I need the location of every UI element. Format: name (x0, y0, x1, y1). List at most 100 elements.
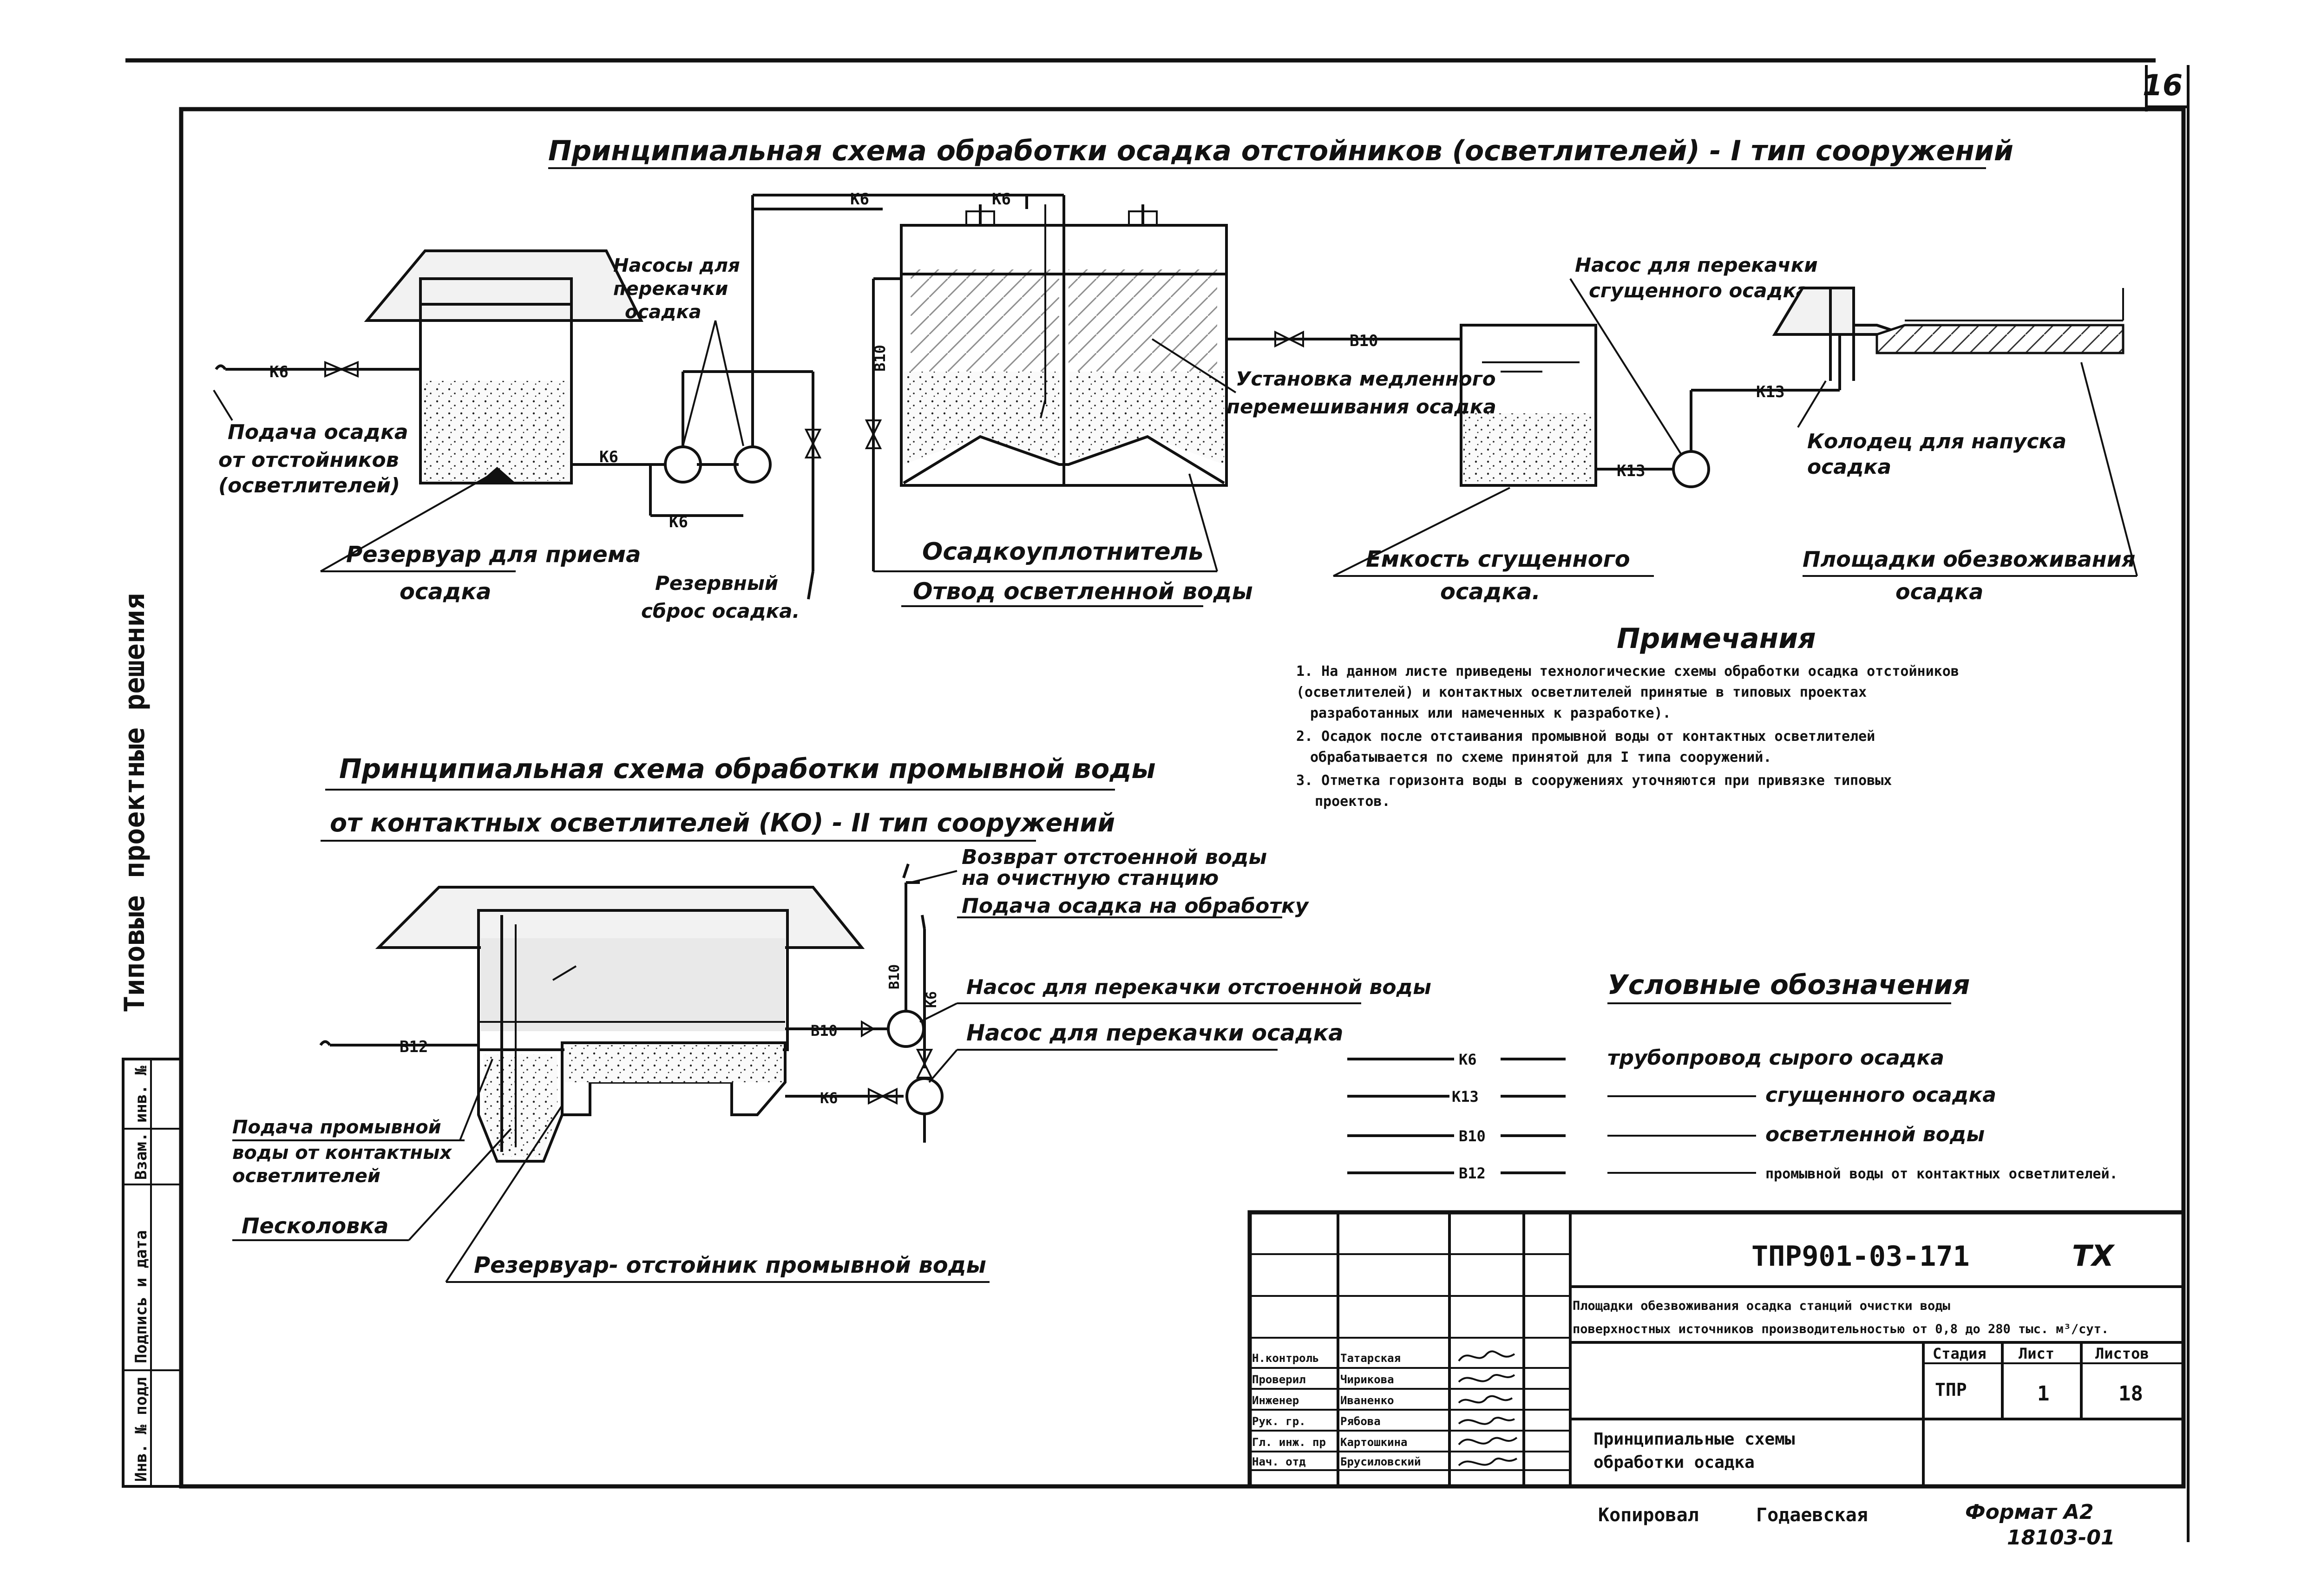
clarified-drain-label: Отвод осветленной воды (913, 578, 1253, 605)
pipe-tag-b10-return: В10 (886, 964, 903, 989)
doc-mark: ТХ (2072, 1239, 2115, 1273)
legend-code-k13: К13 (1452, 1088, 1479, 1105)
supply-pipe-k6 (215, 360, 420, 378)
pump-water-label: Насос для перекачки отстоенной воды (966, 975, 1431, 999)
format-label: Формат А2 (1965, 1500, 2094, 1524)
sheet-title: Принципиальные схемы обработки осадка (1593, 1430, 1805, 1472)
svg-text:Чирикова: Чирикова (1340, 1373, 1394, 1386)
stage-header: Стадия (1933, 1345, 1987, 1362)
thick-pump-label: Насос для перекачки сгущенного осадка (1575, 254, 1824, 302)
sheet-header: Лист (2019, 1345, 2054, 1362)
sludge-reservoir (364, 249, 643, 484)
object-title: Площадки обезвоживания осадка станций оч… (1573, 1299, 2109, 1336)
pipe-tag-k6-top-b: К6 (992, 190, 1011, 209)
svg-text:Иваненко: Иваненко (1340, 1394, 1394, 1407)
scheme1-title: Принципиальная схема обработки осадка от… (548, 135, 2013, 167)
side-label: Типовые проектные решения (118, 593, 151, 1013)
thickened-tank (1460, 324, 1597, 487)
legend-text-k6: трубопровод сырого осадка (1607, 1046, 1944, 1070)
sheets-header: Листов (2095, 1345, 2149, 1362)
legend-code-k6: К6 (1459, 1051, 1477, 1068)
pipe-to-tank (1226, 330, 1461, 348)
scheme2-pumps (785, 863, 944, 1143)
note-line: разработанных или намеченных к разработк… (1310, 705, 1671, 721)
copied-name: Годаевская (1756, 1504, 1868, 1526)
svg-text:Гл. инж. пр: Гл. инж. пр (1252, 1436, 1326, 1449)
scheme2-title-line1: Принципиальная схема обработки промывной… (339, 753, 1156, 785)
legend-text-k13: сгущенного осадка (1765, 1083, 1996, 1107)
drying-platform (1772, 287, 2124, 381)
pipe-tag-b12-inlet: В12 (400, 1038, 428, 1056)
tank-label: Емкость сгущенного осадка. (1366, 546, 1638, 605)
pipe-tag-k6-top-a: К6 (850, 190, 869, 209)
svg-text:Татарская: Татарская (1340, 1352, 1401, 1365)
svg-text:Проверил: Проверил (1252, 1373, 1306, 1386)
legend-text-b10: осветленной воды (1765, 1123, 1985, 1146)
notes-heading: Примечания (1617, 622, 1816, 655)
legend-text-b12: промывной воды от контактных осветлителе… (1765, 1166, 2118, 1182)
well-label: Колодец для напуска осадка (1807, 430, 2073, 479)
reserve-discharge-label: Резервный сброс осадка. (641, 572, 800, 622)
stamp-inv-label: Инв. № подл (132, 1377, 151, 1482)
legend-rows: К6 трубопровод сырого осадка К13 сгущенн… (1347, 1046, 2118, 1182)
legend-code-b10: В10 (1459, 1127, 1486, 1145)
stage-value: ТПР (1935, 1380, 1967, 1400)
side-stamp: Инв. № подл Подпись и дата Взам. инв. № (122, 1058, 183, 1488)
note-line: проектов. (1315, 793, 1390, 810)
pipe-tag-k6-bypass: К6 (669, 513, 688, 531)
stamp-replace-label: Взам. инв. № (132, 1066, 151, 1180)
svg-text:Н.контроль: Н.контроль (1252, 1352, 1319, 1365)
svg-text:Нач. отд: Нач. отд (1252, 1455, 1306, 1468)
sheet-frame (125, 58, 2190, 1542)
stamp-signature-label: Подпись и дата (132, 1230, 151, 1363)
archive-number: 18103-01 (2007, 1526, 2115, 1550)
clarified-drain-pipe (865, 277, 901, 571)
legend-code-b12: В12 (1459, 1164, 1486, 1182)
pump-sludge-label: Насос для перекачки осадка (966, 1020, 1344, 1046)
title-block (1247, 1210, 2186, 1489)
sheets-value: 18 (2118, 1382, 2143, 1406)
pump-piping (571, 194, 1064, 600)
wash-water-settler (375, 886, 865, 1163)
svg-text:Картошкина: Картошкина (1340, 1436, 1408, 1449)
wash-inlet-b12 (319, 1040, 479, 1047)
signatures (1458, 1350, 1518, 1466)
pipe-tag-k6-feed: К6 (924, 991, 940, 1008)
wash-supply-label: Подача промывной воды от контактных осве… (232, 1117, 458, 1187)
page-number: 16 (2143, 68, 2183, 102)
pipe-tag-k6-pump: К6 (820, 1089, 838, 1107)
pipe-tag-k13-well: К13 (1756, 383, 1784, 401)
platforms-label: Площадки обезвоживания осадка (1803, 547, 2143, 604)
supply-label: Подача осадка от отстойников (осветлител… (218, 420, 415, 497)
copied-label: Копировал (1598, 1504, 1699, 1526)
note-line: 2. Осадок после отстаивания промывной во… (1296, 728, 1875, 745)
staff-table: Н.контроль Татарская Проверил Чирикова И… (1252, 1352, 1421, 1468)
sand-trap-label: Песколовка (242, 1213, 388, 1238)
pipe-tag-b10-pump: В10 (811, 1022, 838, 1040)
doc-code: ТПР901-03-171 (1751, 1240, 1970, 1273)
pumps-leader (682, 320, 716, 446)
pipe-tag-k6-outlet: К6 (599, 448, 618, 466)
pipe-tag-k6-supply: К6 (269, 363, 288, 381)
svg-text:Инженер: Инженер (1252, 1394, 1299, 1407)
note-line: 1. На данном листе приведены технологиче… (1296, 663, 1959, 680)
reservoir-label: Резервуар для приема осадка (346, 542, 649, 605)
note-line: (осветлителей) и контактных осветлителей… (1296, 684, 1867, 700)
return-label: Возврат отстоенной воды на очистную стан… (962, 845, 1274, 890)
pumps-label: Насосы для перекачки осадка (613, 255, 747, 323)
sheet-value: 1 (2037, 1382, 2050, 1406)
svg-text:Брусиловский: Брусиловский (1340, 1455, 1421, 1468)
pipe-tag-b10-tank: В10 (1350, 332, 1378, 350)
pipe-tag-k13-pump: К13 (1617, 462, 1645, 480)
legend-heading: Условные обозначения (1607, 969, 1970, 1001)
note-line: 3. Отметка горизонта воды в сооружениях … (1296, 772, 1892, 789)
sludge-thickener (900, 195, 1228, 487)
notes-list: 1. На данном листе приведены технологиче… (1296, 663, 1959, 810)
pipe-tag-b10-drain: В10 (871, 345, 889, 372)
feed-label: Подача осадка на обработку (962, 894, 1310, 918)
mixer-label: Установка медленного перемешивания осадк… (1226, 367, 1502, 418)
settler-label: Резервуар- отстойник промывной воды (474, 1252, 986, 1278)
svg-text:Рябова: Рябова (1340, 1415, 1381, 1428)
scheme2-title-line2: от контактных осветлителей (КО) - II тип… (330, 808, 1115, 837)
